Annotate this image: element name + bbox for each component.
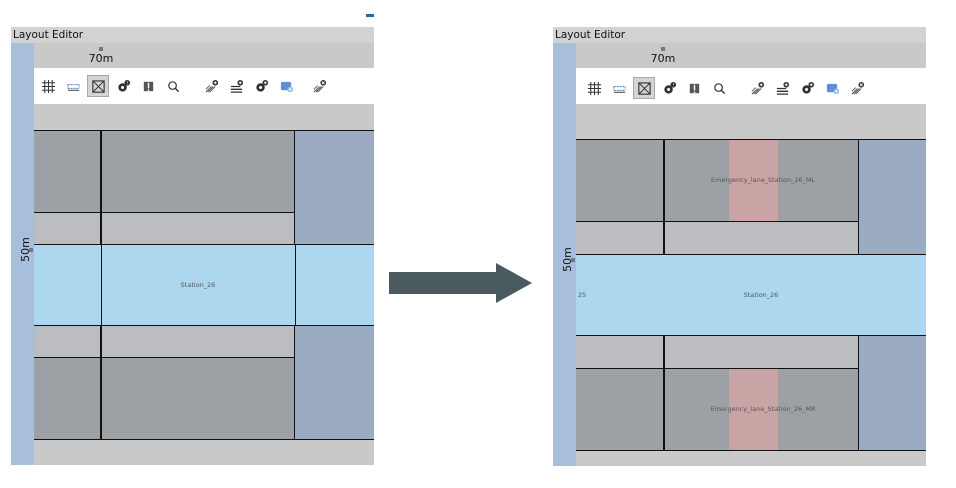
gear-add-icon — [801, 81, 814, 94]
panel-title: Layout Editor — [11, 27, 374, 43]
scale-y-marker — [29, 248, 33, 252]
hatch-add-icon — [205, 79, 218, 92]
scale-y-marker — [571, 258, 575, 262]
gear-add-button[interactable] — [250, 75, 272, 97]
zone-top-center[interactable] — [101, 130, 295, 213]
zone-lower-lane-center[interactable] — [101, 326, 295, 357]
hatch-remove-button[interactable] — [846, 77, 868, 99]
select-area-button[interactable] — [87, 75, 109, 97]
scale-x-label: 70m — [650, 52, 676, 65]
window-top-edge — [11, 14, 374, 17]
emergency-lane-bottom-label: Emergency_lane_Station_26_MR — [710, 405, 816, 413]
scale-y-label: 50m — [560, 247, 574, 272]
zone-lower-lane-left[interactable] — [34, 326, 101, 357]
scale-x-label: 70m — [88, 52, 114, 65]
stack-button[interactable] — [683, 77, 705, 99]
hatch-add-icon — [751, 81, 764, 94]
zone-top-right[interactable] — [859, 139, 926, 254]
scale-x-marker — [99, 47, 103, 51]
stack-icon — [143, 81, 153, 91]
config-button[interactable]: ! — [112, 75, 134, 97]
hatch-remove-button[interactable] — [308, 75, 330, 97]
image-add-icon — [826, 83, 839, 94]
zone-upper-lane-left[interactable] — [34, 213, 101, 244]
hatch-remove-icon — [851, 81, 864, 94]
svg-text:!: ! — [126, 80, 128, 86]
image-add-button[interactable] — [821, 77, 843, 99]
select-area-icon — [637, 81, 651, 95]
transition-arrow-icon — [389, 263, 532, 303]
scale-x-marker — [661, 47, 665, 51]
stack-button[interactable] — [137, 75, 159, 97]
image-add-icon — [280, 81, 293, 92]
search-button[interactable] — [708, 77, 730, 99]
search-button[interactable] — [162, 75, 184, 97]
zone-bottom-center[interactable] — [101, 357, 295, 440]
search-icon — [713, 82, 725, 94]
zone-upper-lane-center[interactable] — [101, 213, 295, 244]
station-label: Station_26 — [180, 281, 216, 289]
window-top-edge — [553, 14, 926, 17]
zone-bottom-right[interactable] — [859, 336, 926, 451]
ruler-button[interactable] — [62, 75, 84, 97]
emergency-lane-top-label: Emergency_lane_Station_26_ML — [710, 176, 816, 184]
config-button[interactable]: ! — [658, 77, 680, 99]
layout-editor-after: Layout Editor Emergency_lane_Station_26_… — [553, 14, 926, 466]
grid-button[interactable] — [37, 75, 59, 97]
hatch-add-button[interactable] — [746, 77, 768, 99]
zone-bottom-left[interactable] — [576, 368, 664, 451]
grid-icon — [41, 79, 55, 93]
search-icon — [167, 80, 179, 92]
select-area-icon — [91, 79, 105, 93]
select-area-button[interactable] — [633, 77, 655, 99]
zone-upper-lane-left[interactable] — [576, 222, 664, 254]
toolbar: ! — [583, 76, 871, 100]
config-icon: ! — [663, 81, 676, 94]
lines-add-icon — [230, 79, 243, 93]
ruler-button[interactable] — [608, 77, 630, 99]
toolbar: ! — [37, 74, 333, 98]
station-zone[interactable]: 25 Station_26 — [576, 254, 926, 336]
window-accent — [366, 14, 374, 17]
layout-editor-before: Layout Editor Station_26 ! — [11, 14, 374, 465]
layout-canvas[interactable]: Station_26 — [34, 43, 374, 465]
vertical-ruler-strip — [553, 43, 576, 466]
zone-top-right[interactable] — [295, 130, 374, 244]
scale-y-label: 50m — [18, 237, 32, 262]
zone-lower-lane-left[interactable] — [576, 336, 664, 368]
panel-title: Layout Editor — [553, 27, 926, 43]
zone-top-left[interactable] — [576, 139, 664, 222]
grid-button[interactable] — [583, 77, 605, 99]
ruler-icon — [612, 85, 626, 93]
zone-bottom-right[interactable] — [295, 326, 374, 440]
ruler-icon — [66, 83, 80, 91]
layout-canvas[interactable]: Emergency_lane_Station_26_ML 25 Station_… — [576, 43, 926, 466]
lines-add-icon — [776, 81, 789, 95]
config-icon: ! — [117, 79, 130, 92]
grid-icon — [587, 81, 601, 95]
station-divider-left — [101, 245, 102, 325]
zone-lower-lane-center[interactable] — [664, 336, 859, 368]
svg-text:!: ! — [672, 82, 674, 88]
lines-add-button[interactable] — [225, 75, 247, 97]
station-label: Station_26 — [743, 291, 779, 299]
station-zone[interactable]: Station_26 — [34, 244, 374, 326]
zone-upper-lane-center[interactable] — [664, 222, 859, 254]
emergency-lane-top[interactable] — [729, 140, 778, 221]
vertical-ruler-strip — [11, 43, 34, 465]
gear-add-icon — [255, 79, 268, 92]
gear-add-button[interactable] — [796, 77, 818, 99]
lines-add-button[interactable] — [771, 77, 793, 99]
zone-bottom-left[interactable] — [34, 357, 101, 440]
station-edge-label: 25 — [577, 291, 587, 299]
hatch-add-button[interactable] — [200, 75, 222, 97]
stack-icon — [689, 83, 699, 93]
emergency-lane-bottom[interactable] — [729, 369, 778, 450]
station-divider-right — [295, 245, 296, 325]
zone-top-left[interactable] — [34, 130, 101, 213]
hatch-remove-icon — [313, 79, 326, 92]
image-add-button[interactable] — [275, 75, 297, 97]
